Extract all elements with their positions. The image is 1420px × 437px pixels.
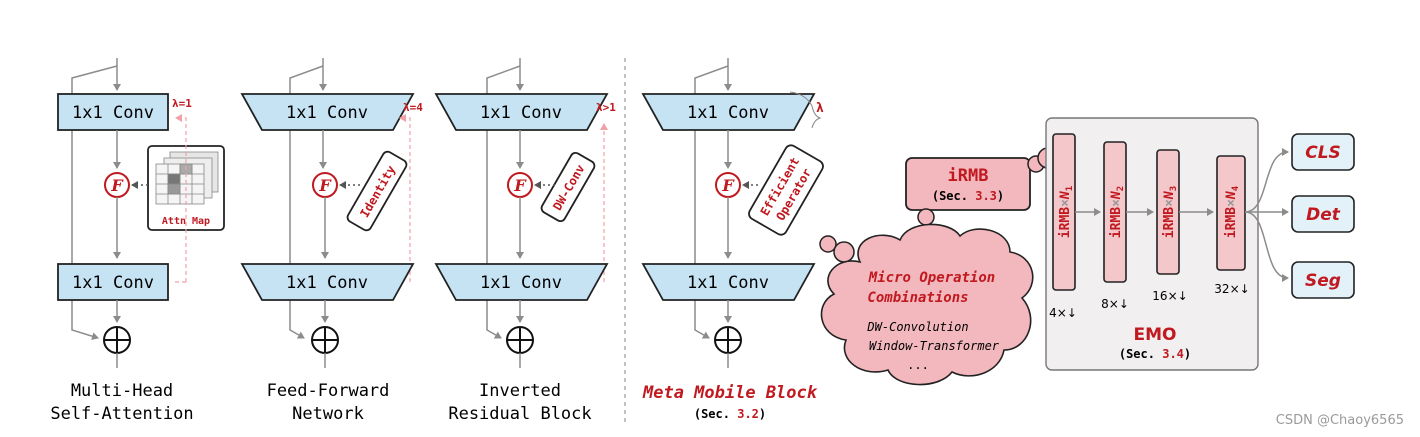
mhsa-operator-label: Attn Map bbox=[162, 216, 210, 227]
mhsa-conv-bottom-label: 1x1 Conv bbox=[72, 273, 154, 293]
output-label: Seg bbox=[1305, 271, 1341, 291]
mmb-lambda: λ bbox=[816, 101, 824, 116]
irb-block: 1x1 Conv λ>1 F DW-Conv 1x1 Conv Inverted… bbox=[434, 58, 616, 424]
stage-label: iRMB×N4 bbox=[1224, 185, 1241, 238]
svg-text:Network: Network bbox=[292, 404, 364, 424]
irb-conv-top bbox=[434, 93, 609, 131]
mmb-caption: Meta Mobile Block bbox=[642, 383, 818, 403]
emo-stage-2: iRMB×N2 8×↓ bbox=[1101, 141, 1129, 311]
mmb-conv-top-label: 1x1 Conv bbox=[687, 103, 769, 123]
emo-title: EMO bbox=[1134, 325, 1177, 345]
stage-label: iRMB×N3 bbox=[1162, 186, 1179, 238]
mhsa-block: 1x1 Conv λ=1 F Attn Map 1x1 Conv bbox=[50, 58, 225, 424]
irb-operator: DW-Conv bbox=[540, 151, 596, 223]
output-label: Det bbox=[1306, 205, 1341, 225]
attn-map-icon: Attn Map bbox=[147, 145, 225, 231]
stage-stride: 4×↓ bbox=[1049, 306, 1077, 320]
output-seg: Seg bbox=[1291, 261, 1355, 299]
irb-conv-bottom bbox=[434, 263, 609, 301]
output-heads: CLS Det Seg bbox=[1244, 133, 1355, 299]
irb-lambda: λ>1 bbox=[596, 101, 616, 114]
output-det: Det bbox=[1291, 195, 1355, 233]
cloud-item: DW-Convolution bbox=[866, 320, 968, 334]
mhsa-caption: Multi-Head bbox=[71, 381, 173, 401]
cloud-item: ... bbox=[907, 358, 929, 372]
mmb-conv-top bbox=[641, 93, 816, 131]
irmb-box-title: iRMB bbox=[948, 166, 989, 186]
mhsa-conv-top-label: 1x1 Conv bbox=[72, 103, 154, 123]
mhsa-conv-bottom bbox=[57, 263, 169, 301]
output-cls: CLS bbox=[1291, 133, 1355, 171]
svg-text:Residual Block: Residual Block bbox=[448, 404, 591, 424]
stage-label: iRMB×N2 bbox=[1109, 186, 1126, 238]
ffn-conv-bottom bbox=[240, 263, 415, 301]
irb-conv-top-label: 1x1 Conv bbox=[480, 103, 562, 123]
mhsa-lambda: λ=1 bbox=[172, 97, 192, 110]
stage-stride: 32×↓ bbox=[1214, 282, 1249, 296]
svg-text:Combinations: Combinations bbox=[867, 290, 968, 306]
emo-stage-3: iRMB×N3 16×↓ bbox=[1152, 149, 1188, 303]
mmb-block: 1x1 Conv λ F Efficient Operator 1x1 Conv… bbox=[641, 58, 824, 421]
cloud-item: Window-Transformer bbox=[869, 339, 1000, 353]
emo-stage-4: iRMB×N4 32×↓ bbox=[1214, 155, 1250, 296]
svg-text:F: F bbox=[318, 176, 332, 195]
irb-conv-bottom-label: 1x1 Conv bbox=[480, 273, 562, 293]
mmb-section-ref: (Sec. 3.2) bbox=[694, 407, 766, 421]
ffn-conv-bottom-label: 1x1 Conv bbox=[286, 273, 368, 293]
ffn-block: 1x1 Conv λ=4 F Identity 1x1 Conv Feed-Fo… bbox=[240, 58, 423, 424]
irb-caption: Inverted bbox=[479, 381, 561, 401]
ffn-operator: Identity bbox=[346, 150, 408, 232]
cloud-title: Micro Operation bbox=[868, 270, 995, 286]
ffn-caption: Feed-Forward bbox=[267, 381, 390, 401]
irmb-box bbox=[905, 157, 1031, 211]
emo-box bbox=[1045, 117, 1259, 371]
output-label: CLS bbox=[1305, 143, 1341, 163]
emo-panel: iRMB×N1 4×↓ iRMB×N2 8×↓ iRMB×N3 16×↓ iRM… bbox=[1045, 117, 1259, 371]
micro-operation-cloud: Micro Operation Combinations DW-Convolut… bbox=[820, 223, 1034, 386]
stage-stride: 16×↓ bbox=[1152, 289, 1187, 303]
ffn-conv-top-label: 1x1 Conv bbox=[286, 103, 368, 123]
emo-section-ref: (Sec. 3.4) bbox=[1119, 347, 1191, 361]
svg-text:Self-Attention: Self-Attention bbox=[50, 404, 193, 424]
mmb-operator: Efficient Operator bbox=[748, 144, 824, 236]
irmb-box-section-ref: (Sec. 3.3) bbox=[932, 189, 1004, 203]
mmb-conv-bottom-label: 1x1 Conv bbox=[687, 273, 769, 293]
svg-text:F: F bbox=[513, 176, 527, 195]
ffn-conv-top bbox=[240, 93, 415, 131]
mmb-conv-bottom bbox=[641, 263, 816, 301]
watermark: CSDN @Chaoy6565 bbox=[1276, 413, 1404, 428]
svg-text:F: F bbox=[721, 176, 735, 195]
mhsa-conv-top bbox=[57, 93, 169, 131]
emo-stage-1: iRMB×N1 4×↓ bbox=[1049, 133, 1077, 320]
ffn-lambda: λ=4 bbox=[403, 101, 423, 114]
stage-stride: 8×↓ bbox=[1101, 297, 1129, 311]
svg-text:F: F bbox=[110, 176, 124, 195]
stage-label: iRMB×N1 bbox=[1058, 186, 1075, 238]
